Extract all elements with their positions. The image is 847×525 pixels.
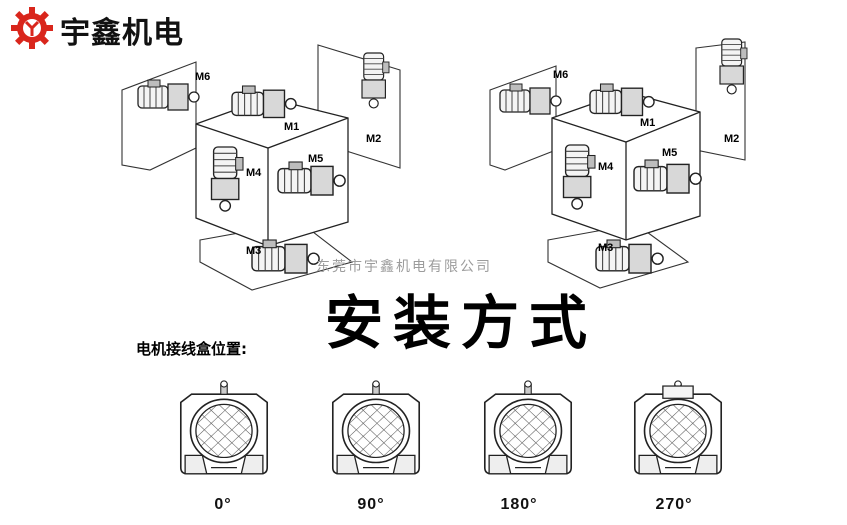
mount-label-right-m3: M3 [598, 242, 613, 254]
mount-label-left-m5: M5 [308, 153, 323, 165]
terminal-box-label: 电机接线盒位置: [136, 340, 247, 358]
brand-logo [10, 6, 54, 50]
mount-label-right-m6: M6 [553, 69, 568, 81]
angle-label-270: 270° [655, 496, 693, 513]
terminal-box-diagram-270 [633, 380, 723, 475]
mount-label-left-m4: M4 [246, 167, 262, 179]
mount-label-left-m6: M6 [195, 71, 210, 83]
mounting-group-left [121, 44, 401, 291]
mount-label-left-m2: M2 [366, 133, 381, 145]
page-title: 安装方式 [324, 289, 597, 357]
gear-y-logo-icon [11, 7, 53, 49]
angle-label-180: 180° [500, 496, 538, 513]
mount-label-right-m2: M2 [724, 133, 739, 145]
mount-label-right-m4: M4 [598, 161, 614, 173]
mounting-diagrams: M6 M1 M2 M4 M5 M3 M6 M1 M2 M4 M5 M3 [121, 38, 748, 291]
angle-label-90: 90° [357, 496, 385, 513]
terminal-box-diagram-0 [179, 380, 269, 475]
mount-label-left-m3: M3 [246, 245, 261, 257]
watermark-company: 东莞市宇鑫机电有限公司 [316, 259, 492, 275]
terminal-box-diagram-180 [483, 380, 573, 475]
terminal-box-diagram-90 [331, 380, 421, 475]
angle-label-0: 0° [214, 496, 232, 513]
terminal-box-diagrams [179, 380, 723, 475]
mount-label-right-m5: M5 [662, 147, 677, 159]
mounting-group-right [489, 38, 748, 289]
mount-label-left-m1: M1 [284, 121, 299, 133]
brand-name: 宇鑫机电 [60, 16, 184, 51]
mount-label-right-m1: M1 [640, 117, 655, 129]
